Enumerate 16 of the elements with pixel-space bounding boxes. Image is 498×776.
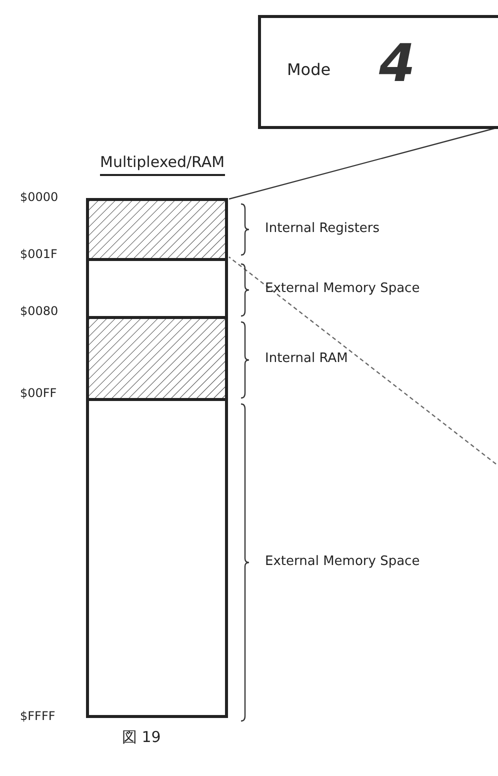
mode-label: Mode [287,60,331,79]
zoom-line [228,256,496,464]
map-heading: Multiplexed/RAM [100,153,225,176]
address-label: $001F [20,247,58,261]
mode-box [258,15,498,129]
region-label: Internal RAM [265,351,348,366]
address-label: $00FF [20,386,57,400]
region-label: External Memory Space [265,554,420,568]
figure-caption: 図 19 [122,728,161,747]
mode-number: 4 [379,34,416,94]
zoom-line [228,127,496,200]
address-label: $0080 [20,304,58,318]
region-label: External Memory Space [265,281,420,296]
address-label: $0000 [20,190,58,204]
region-label: Internal Registers [265,220,380,236]
address-label: $FFFF [20,709,56,723]
